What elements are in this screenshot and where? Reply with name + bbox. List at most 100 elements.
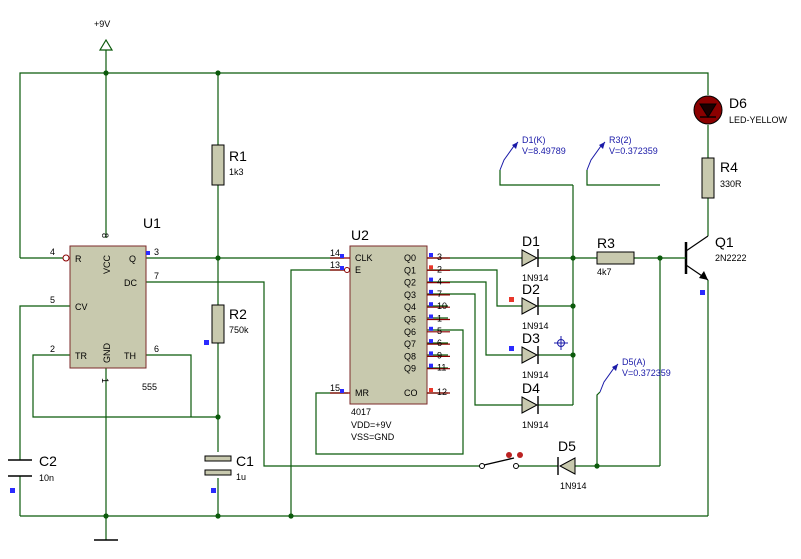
u2-pin-marker [429,351,433,356]
u1-state-marker [146,251,150,255]
u2-pin-name: Q3 [404,290,416,300]
r4-value: 330R [720,179,742,189]
u2-pin-name: Q8 [404,351,416,361]
u2-pin-number: 2 [437,264,442,274]
probe-d5a[interactable]: D5(A)V=0.372359 [599,357,671,393]
u2-pin-number: 3 [437,252,442,262]
d4-body-icon [521,396,539,414]
probe-name: R3(2) [609,135,632,145]
u2-pin-q3: Q3 7 [404,289,450,300]
u2-pin-name: Q0 [404,253,416,263]
u1-pinnum-3: 3 [154,247,159,257]
u2-pin-q8: Q8 9 [404,350,450,361]
u2-pin-marker [340,254,344,258]
supply-terminal[interactable]: +9V [94,19,114,51]
u1-pin-th: TH [124,351,136,361]
u2-pin-number: 11 [437,363,446,373]
u2-pin-name: Q5 [404,315,416,325]
u1-555-timer[interactable]: U1 555 R Q DC CV TR TH VCC GND 4 8 3 7 5… [50,215,161,392]
probe-d1k[interactable]: D1(K)V=8.49789 [499,135,566,171]
state-markers [204,297,514,493]
u2-pin-name: Q7 [404,339,416,349]
u2-pin-name: CO [404,388,418,398]
probe-r32[interactable]: R3(2)V=0.372359 [586,135,658,171]
d4-part: 1N914 [522,420,549,430]
u2-pin-name: Q9 [404,364,416,374]
u2-vdd: VDD=+9V [351,420,392,430]
c1-ref: C1 [236,453,254,469]
resistor-r3[interactable]: R3 4k7 [596,235,635,277]
switch-button-left-icon[interactable] [506,452,512,458]
u2-vss: VSS=GND [351,432,395,442]
r1-ref: R1 [229,148,247,164]
probe-name: D5(A) [622,357,646,367]
diode-d5[interactable]: D5 1N914 [557,438,587,491]
u1-part: 555 [142,382,157,392]
switch[interactable] [479,452,524,469]
capacitor-c1[interactable]: C1 1u [204,453,254,482]
u2-pin-marker [340,389,344,393]
probe-arrow-icon [612,364,618,371]
u2-pin-number: 13 [330,260,340,270]
u2-pin-name: CLK [355,253,373,263]
probe-arrow-icon [512,142,518,149]
u2-pin-marker [429,302,433,307]
transistor-q1[interactable]: Q1 2N2222 [680,234,747,295]
c1-plate-top [204,455,232,462]
resistor-r2[interactable]: R2 750k [211,304,249,344]
u1-pinnum-4: 4 [50,247,55,257]
switch-button-right-icon[interactable] [517,452,523,458]
d4-ref: D4 [522,380,540,396]
u1-pin-tr: TR [75,351,87,361]
u2-pin-q0: Q0 3 [404,252,450,263]
d2-body-icon [521,297,539,315]
u2-pin-name: E [355,265,361,275]
u2-pin-name: Q4 [404,302,416,312]
led-d6[interactable]: D6 LED-YELLOW [693,95,788,125]
u2-pin-q7: Q7 6 [404,338,450,349]
u1-pin-dc: DC [124,278,137,288]
r2-ref: R2 [229,306,247,322]
u2-invert-icon [344,267,350,273]
u2-pin-marker [429,277,433,282]
capacitor-c2[interactable]: C2 10n [8,453,57,493]
u2-pin-name: Q1 [404,265,416,275]
crosshair-cursor-icon [554,336,568,350]
diode-d4[interactable]: D4 1N914 [521,380,549,430]
u2-pin-q1: Q1 2 [404,264,450,275]
resistor-r1[interactable]: R1 1k3 [211,144,247,186]
d1-body-icon [521,249,539,267]
u2-pin-number: 6 [437,338,442,348]
u2-pin-number: 9 [437,350,442,360]
u2-pin-q9: Q9 11 [404,363,450,374]
r4-ref: R4 [720,159,738,175]
u2-pin-marker [429,388,433,392]
u2-pin-marker [429,289,433,294]
u2-pin-marker [429,326,433,331]
probe-value: V=0.372359 [622,368,671,378]
switch-lever-icon [483,457,515,466]
q1-collector-lead [685,235,709,252]
u2-pin-number: 7 [437,289,442,299]
u2-part: 4017 [351,407,371,417]
u2-pin-marker [429,314,433,319]
q1-state-marker [700,290,705,295]
resistor-r4[interactable]: R4 330R [701,157,742,199]
d6-part: LED-YELLOW [729,115,788,125]
u2-pin-number: 15 [330,383,340,393]
c1-plate-bottom [204,469,232,476]
r3-value: 4k7 [597,267,612,277]
q1-part: 2N2222 [715,253,747,263]
u2-pin-number: 14 [330,248,340,258]
d5-body-icon [558,457,576,475]
u2-pin-name: Q2 [404,278,416,288]
u2-pin-number: 5 [437,326,442,336]
